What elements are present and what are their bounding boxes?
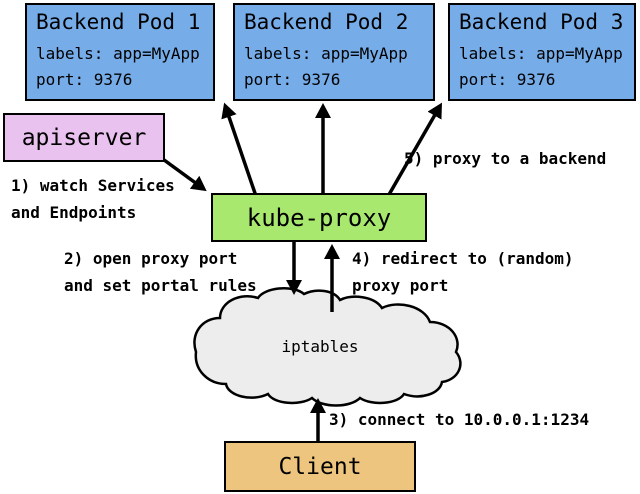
arrow-kube-proxy-to-pod1 [221, 102, 261, 206]
iptables-cloud-shape [193, 286, 462, 407]
backend-pod-3-labels: labels: app=MyApp [459, 44, 623, 63]
client-box: Client [224, 441, 416, 492]
annotation-step2-open-proxy-port: 2) open proxy port and set portal rules [64, 249, 257, 295]
iptables-label: iptables [281, 337, 359, 356]
annotation-step3-connect: 3) connect to 10.0.0.1:1234 [329, 410, 590, 429]
backend-pod-2-port: port: 9376 [244, 70, 341, 89]
backend-pod-3-port: port: 9376 [459, 70, 556, 89]
backend-pod-1-box: Backend Pod 1 labels: app=MyApp port: 93… [25, 3, 215, 101]
arrow-kube-proxy-to-pod3 [381, 102, 442, 206]
apiserver-box: apiserver [3, 113, 165, 162]
annotation-step1-watch-services: 1) watch Services and Endpoints [11, 176, 175, 222]
annotation-step4-redirect: 4) redirect to (random) proxy port [352, 249, 574, 295]
backend-pod-1-labels: labels: app=MyApp [36, 44, 200, 63]
apiserver-label: apiserver [21, 124, 147, 151]
backend-pod-2-title: Backend Pod 2 [244, 10, 409, 34]
client-label: Client [278, 453, 362, 480]
kube-proxy-label: kube-proxy [246, 203, 392, 232]
backend-pod-1-title: Backend Pod 1 [36, 10, 201, 34]
backend-pod-3-box: Backend Pod 3 labels: app=MyApp port: 93… [448, 3, 636, 101]
kube-proxy-box: kube-proxy [211, 193, 427, 242]
backend-pod-1-port: port: 9376 [36, 70, 133, 89]
backend-pod-2-labels: labels: app=MyApp [244, 44, 408, 63]
arrow-apiserver-to-kube-proxy [158, 155, 207, 192]
annotation-step5-proxy-to-backend: 5) proxy to a backend [404, 149, 607, 168]
backend-pod-2-box: Backend Pod 2 labels: app=MyApp port: 93… [233, 3, 435, 101]
backend-pod-3-title: Backend Pod 3 [459, 10, 624, 34]
